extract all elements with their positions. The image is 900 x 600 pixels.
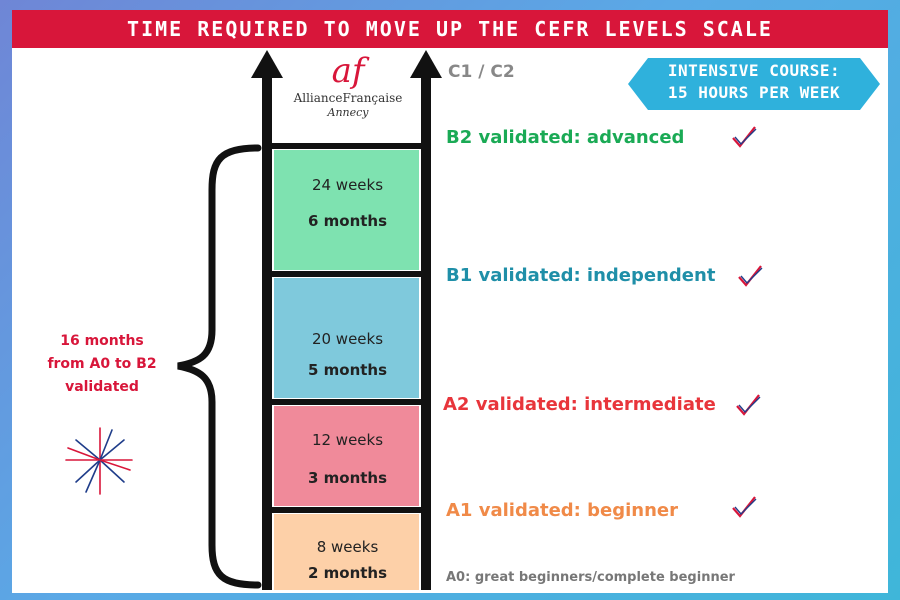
block-b1-text: 20 weeks 5 months bbox=[275, 278, 420, 398]
level-label-a1: A1 validated: beginner bbox=[446, 500, 678, 521]
ladder-rail-left bbox=[262, 75, 272, 590]
block-months: 5 months bbox=[307, 361, 388, 379]
block-b2-text: 24 weeks 6 months bbox=[275, 150, 420, 270]
title-banner: TIME REQUIRED TO MOVE UP THE CEFR LEVELS… bbox=[12, 10, 888, 48]
block-months: 3 months bbox=[307, 469, 388, 487]
block-weeks: 12 weeks bbox=[311, 431, 384, 449]
checkmark-icon bbox=[732, 496, 757, 518]
logo-mark: af bbox=[331, 51, 365, 91]
intensive-course-badge: INTENSIVE COURSE: 15 HOURS PER WEEK bbox=[628, 58, 880, 110]
fireworks-icon bbox=[65, 427, 133, 495]
logo-name: AllianceFrançaise bbox=[293, 91, 403, 105]
ladder-rung bbox=[262, 143, 431, 149]
top-level-label: C1 / C2 bbox=[448, 62, 515, 82]
block-weeks: 24 weeks bbox=[311, 176, 384, 194]
block-b2 bbox=[274, 150, 419, 270]
total-duration-label: 16 months from A0 to B2 validated bbox=[32, 330, 172, 399]
base-level-label: A0: great beginners/complete beginner bbox=[446, 570, 735, 585]
logo-city: Annecy bbox=[327, 106, 369, 119]
arrow-up-left-icon bbox=[251, 50, 283, 78]
level-label-a2: A2 validated: intermediate bbox=[443, 394, 716, 415]
level-label-b2: B2 validated: advanced bbox=[446, 127, 685, 148]
block-a2-text: 12 weeks 3 months bbox=[275, 406, 420, 506]
badge-shape bbox=[628, 58, 880, 110]
block-a1 bbox=[274, 514, 419, 590]
summary-line2: from A0 to B2 bbox=[47, 356, 157, 372]
intensive-line1: INTENSIVE COURSE: bbox=[667, 61, 841, 80]
checkmark-icon bbox=[732, 126, 757, 148]
block-months: 6 months bbox=[307, 212, 388, 230]
block-weeks: 8 weeks bbox=[316, 538, 379, 556]
ladder-rung bbox=[262, 399, 431, 405]
arrow-up-right-icon bbox=[410, 50, 442, 78]
summary-line1: 16 months bbox=[60, 333, 144, 349]
curly-brace bbox=[177, 144, 262, 589]
checkmark-icon bbox=[738, 265, 763, 287]
summary-line3: validated bbox=[65, 379, 139, 395]
ladder-rung bbox=[262, 507, 431, 513]
block-a1-text: 8 weeks 2 months bbox=[275, 514, 420, 590]
ladder-rail-right bbox=[421, 75, 431, 590]
level-label-b1: B1 validated: independent bbox=[446, 265, 716, 286]
block-b1 bbox=[274, 278, 419, 398]
block-months: 2 months bbox=[307, 564, 388, 582]
block-weeks: 20 weeks bbox=[311, 330, 384, 348]
alliance-francaise-logo: af AllianceFrançaise Annecy bbox=[283, 52, 413, 136]
checkmark-icon bbox=[736, 394, 761, 416]
block-a2 bbox=[274, 406, 419, 506]
intensive-line2: 15 HOURS PER WEEK bbox=[667, 83, 841, 102]
ladder-rung bbox=[262, 271, 431, 277]
